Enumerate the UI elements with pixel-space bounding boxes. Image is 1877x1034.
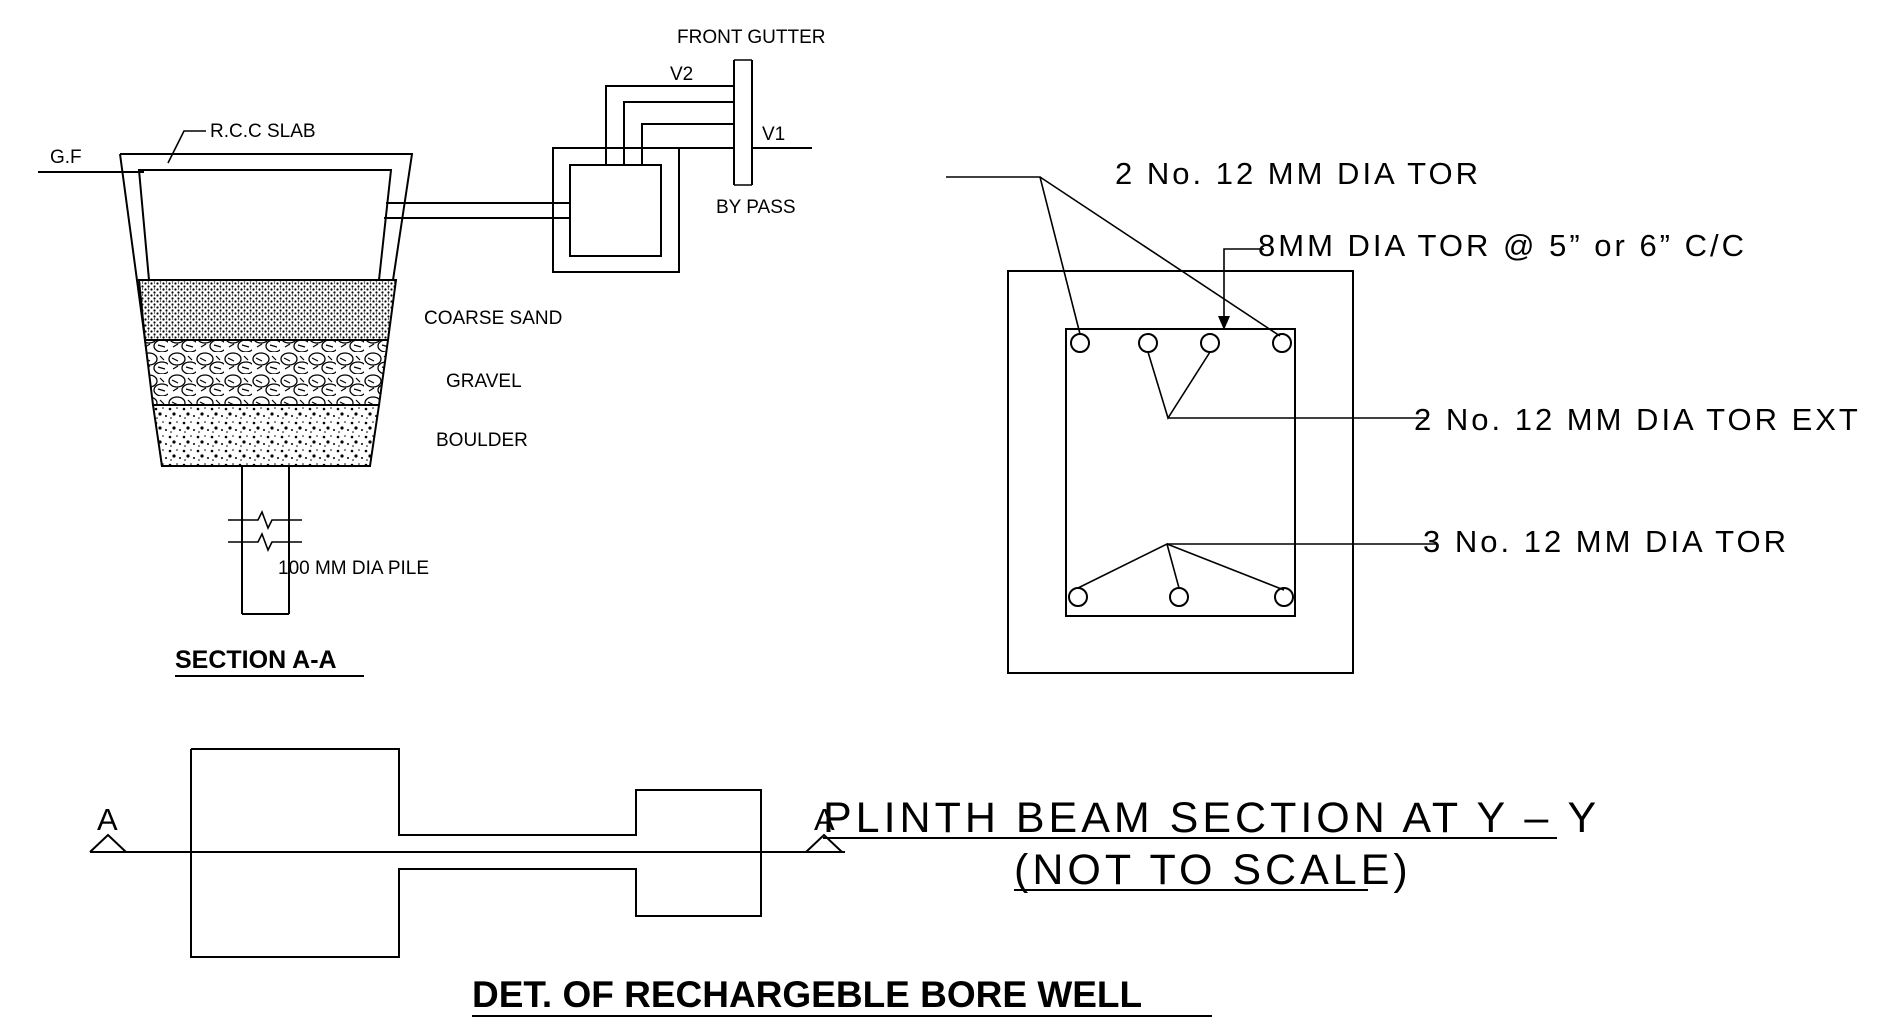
v2-label: V2 [670,64,693,85]
gravel-layer [143,339,390,406]
stirrup-outline [1065,328,1296,617]
pipe-v2-inner [623,101,734,165]
boulder-label: BOULDER [436,430,528,451]
bottom-bars-leader-2 [1166,543,1285,591]
rcc-slab-label: R.C.C SLAB [210,121,316,142]
pipe-v2-outer [605,85,734,165]
rebar-bottom-1 [1068,587,1088,607]
beam-section-title: PLINTH BEAM SECTION AT Y – Y [823,794,1600,842]
by-pass-label: BY PASS [716,197,796,218]
coarse-sand-layer [137,279,398,341]
section-marker-right-label: A [814,802,838,837]
stirrups-label: 8MM DIA TOR @ 5” or 6” C/C [1258,228,1747,263]
beam-outer-outline [1007,270,1354,674]
bottom-bars-label: 3 No. 12 MM DIA TOR [1423,524,1789,559]
top-bars-label: 2 No. 12 MM DIA TOR [1115,156,1481,191]
rebar-top-3 [1200,333,1220,353]
rebar-top-2 [1138,333,1158,353]
section-a-a: G.F R.C.C SLAB COARSE SAND GRAVEL BOULDE… [38,27,825,677]
bottom-bars-leader [1077,542,1180,589]
stirrups-arrowhead [1218,316,1230,330]
coarse-sand-label: COARSE SAND [424,308,562,329]
section-marker-left [89,833,127,853]
plan-outline [190,748,762,958]
plinth-beam-section: 2 No. 12 MM DIA TOR 8MM DIA TOR @ 5” or … [823,156,1861,894]
main-title: DET. OF RECHARGEBLE BORE WELL [472,974,1142,1015]
top-bars-leader [946,176,1081,335]
gf-label: G.F [50,147,82,168]
v1-label: V1 [762,124,785,145]
front-gutter-label: FRONT GUTTER [677,27,825,48]
bore-well-plan: A A DET. OF RECHARGEBLE BORE WELL [89,748,1212,1017]
boulder-layer [151,404,381,467]
pile-break-symbol [228,510,302,552]
pile-label: 100 MM DIA PILE [278,558,429,579]
rebar-top-1 [1070,333,1090,353]
tank-inner-wall [137,169,393,281]
top-bars-leader-2 [1039,176,1281,337]
beam-section-subtitle: (NOT TO SCALE) [1014,846,1412,894]
rebar-top-4 [1272,333,1292,353]
rcc-slab-leader [167,130,206,164]
gravel-label: GRAVEL [446,371,522,392]
extra-bars-leader [1147,351,1211,420]
section-a-a-title: SECTION A-A [175,646,337,674]
stirrups-leader [1223,248,1264,326]
pipe-v1-upper [641,123,734,165]
section-marker-left-label: A [97,802,121,837]
inlet-chamber-outer [552,147,680,273]
extra-bars-label: 2 No. 12 MM DIA TOR EXT [1414,402,1861,437]
section-marker-right [805,833,843,853]
rebar-bottom-2 [1169,587,1189,607]
inlet-chamber-inner [569,164,662,257]
rebar-bottom-3 [1274,587,1294,607]
